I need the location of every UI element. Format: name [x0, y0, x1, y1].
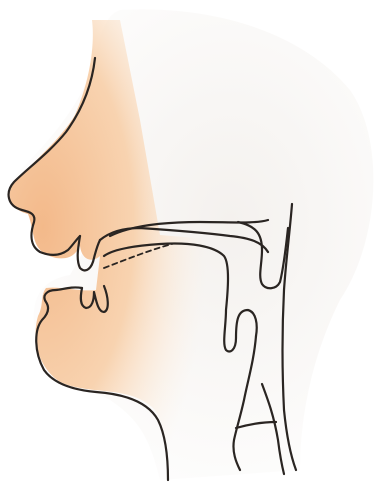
vocal-tract-diagram	[0, 0, 386, 483]
